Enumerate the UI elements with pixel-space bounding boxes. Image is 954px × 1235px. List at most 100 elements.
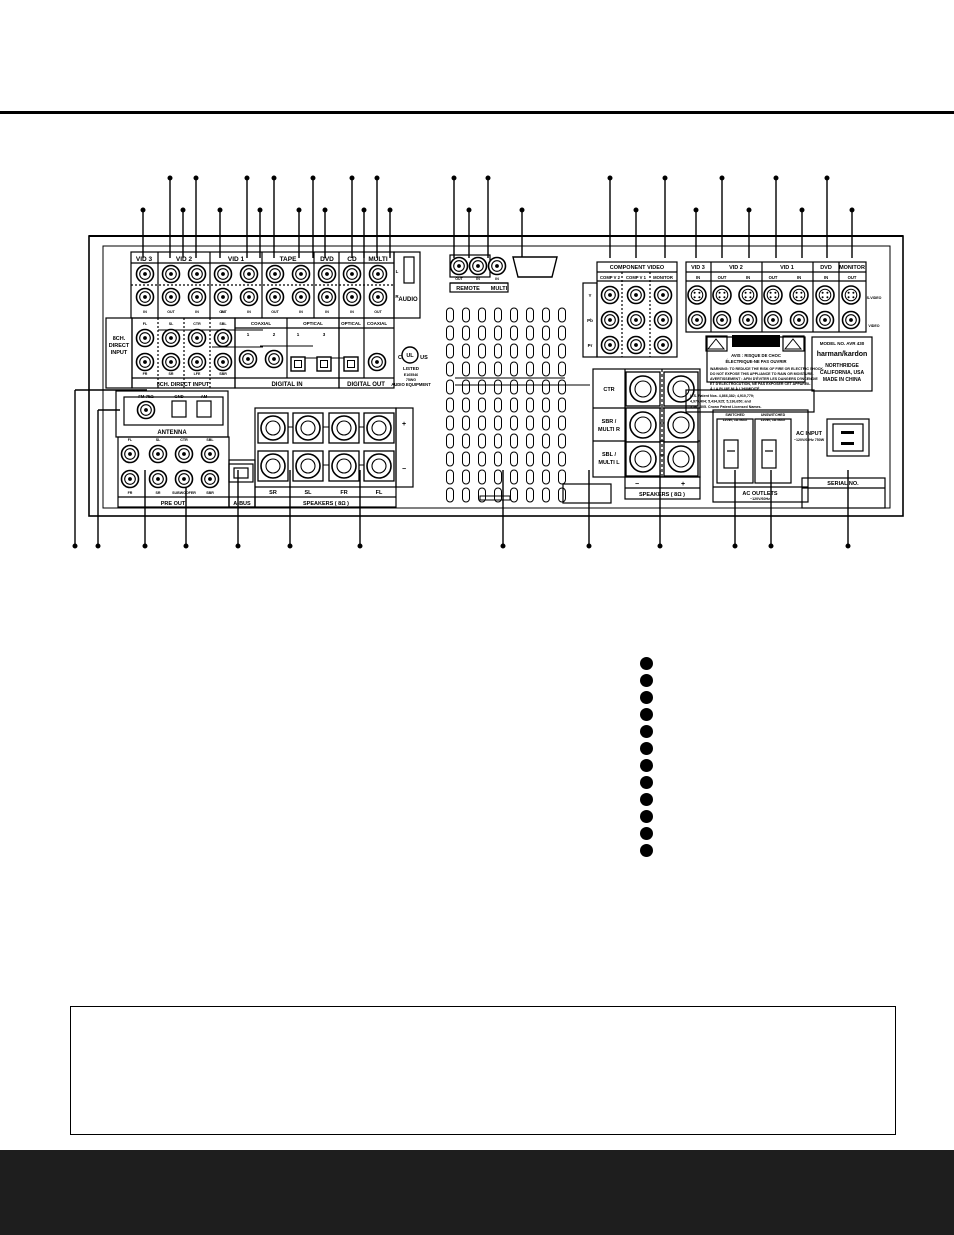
callout-tip bbox=[586, 543, 592, 549]
panel-label: GND bbox=[174, 394, 183, 399]
panel-label: À LA PLUIE NI À L'HUMIDITÉ. bbox=[710, 386, 760, 391]
panel-label: COAXIAL bbox=[251, 321, 272, 326]
panel-label: − bbox=[402, 466, 406, 473]
speaker-terminal bbox=[328, 450, 360, 482]
legend-item bbox=[640, 757, 900, 774]
panel-label: DO NOT EXPOSE THIS APPLIANCE TO RAIN OR … bbox=[710, 372, 814, 376]
s-video-jack bbox=[712, 285, 732, 305]
rca-jack bbox=[342, 264, 362, 284]
panel-label: DIGITAL IN bbox=[271, 382, 302, 388]
callout-tip bbox=[824, 175, 830, 181]
panel-label: ET D'ÉLECTROCUTION, NE PAS EXPOSER CET A… bbox=[710, 381, 811, 386]
vent-slot bbox=[558, 397, 566, 413]
panel-label: IN bbox=[325, 310, 329, 314]
video-jack bbox=[738, 310, 758, 330]
callout-tip bbox=[180, 207, 186, 213]
callout-tip bbox=[322, 207, 328, 213]
speaker-terminal bbox=[363, 412, 395, 444]
panel-label: VID 2 bbox=[176, 256, 193, 263]
panel-label: AVIS : RISQUE DE CHOC bbox=[731, 353, 781, 358]
panel-label: 120W, 1A MAX bbox=[723, 418, 748, 422]
panel-label: 1 bbox=[297, 332, 300, 337]
callout-tip bbox=[310, 175, 316, 181]
panel-label: SR bbox=[156, 491, 161, 495]
callout-marker bbox=[640, 810, 653, 823]
panel-label: IN bbox=[797, 275, 801, 280]
callout-marker bbox=[640, 657, 653, 670]
callout-tip bbox=[845, 543, 851, 549]
panel-label: SWITCHED bbox=[725, 413, 745, 417]
rca-jack bbox=[161, 287, 181, 307]
panel-label: ÉLECTRIQUE-NE PAS OUVRIR bbox=[725, 359, 786, 364]
panel-label: VIDEO bbox=[868, 324, 879, 328]
panel-label: E165546 bbox=[404, 373, 418, 377]
vent-slot bbox=[494, 307, 502, 323]
panel-label: LISTED bbox=[403, 366, 420, 371]
callout-tip bbox=[519, 207, 525, 213]
panel-label: L bbox=[396, 269, 399, 274]
pre-out-jack bbox=[148, 469, 168, 489]
callout-tip bbox=[773, 175, 779, 181]
rca-jack bbox=[291, 264, 311, 284]
vent-slot bbox=[446, 469, 454, 485]
legend-item bbox=[640, 808, 900, 825]
pre-out-jack bbox=[174, 444, 194, 464]
vent-slot bbox=[558, 307, 566, 323]
vent-slot bbox=[446, 451, 454, 467]
video-jack bbox=[789, 310, 809, 330]
note-box bbox=[70, 1006, 896, 1135]
panel-label: VID 3 bbox=[691, 265, 705, 271]
component-jack bbox=[626, 310, 646, 330]
vent-slot bbox=[542, 397, 550, 413]
rca-jack bbox=[239, 287, 259, 307]
panel-label: VID 3 bbox=[136, 256, 153, 263]
rca-jack bbox=[239, 264, 259, 284]
vent-slot bbox=[558, 487, 566, 503]
panel-label: MODEL NO. AVR 430 bbox=[820, 341, 865, 346]
panel-label: FR bbox=[128, 491, 133, 495]
panel-label: IN bbox=[495, 277, 499, 281]
callout-marker bbox=[640, 844, 653, 857]
vent-slot bbox=[510, 325, 518, 341]
callout-marker bbox=[640, 691, 653, 704]
vent-slot bbox=[446, 415, 454, 431]
video-jack bbox=[712, 310, 732, 330]
panel-label: IN bbox=[143, 310, 147, 314]
legend-item bbox=[640, 672, 900, 689]
callout-marker bbox=[640, 674, 653, 687]
coaxial-in-jack bbox=[238, 349, 258, 369]
panel-label: OUT bbox=[455, 277, 463, 281]
panel-label: LFE bbox=[194, 372, 201, 376]
callout-tip bbox=[361, 207, 367, 213]
panel-label: 120W, 1A MAX bbox=[761, 418, 786, 422]
callout-tip bbox=[849, 207, 855, 213]
header-rule bbox=[0, 111, 954, 114]
vent-slot bbox=[446, 433, 454, 449]
callout-tip bbox=[768, 543, 774, 549]
panel-label: FR bbox=[143, 372, 148, 376]
panel-label: MULTI R bbox=[598, 427, 620, 433]
vent-slot bbox=[494, 397, 502, 413]
vent-slot bbox=[494, 325, 502, 341]
callout-tip bbox=[662, 175, 668, 181]
panel-label: SBR bbox=[219, 372, 227, 376]
vent-slot bbox=[510, 343, 518, 359]
callout-tip bbox=[500, 543, 506, 549]
vent-slot bbox=[494, 487, 502, 503]
video-jack bbox=[815, 310, 835, 330]
speaker-terminal bbox=[257, 450, 289, 482]
callout-tip bbox=[287, 543, 293, 549]
page-footer-band bbox=[0, 1150, 954, 1235]
vent-slot bbox=[446, 325, 454, 341]
legend-item bbox=[640, 825, 900, 842]
rca-jack bbox=[368, 287, 388, 307]
panel-label: Pr bbox=[588, 343, 593, 348]
vent-slot bbox=[558, 415, 566, 431]
panel-label: IN bbox=[476, 277, 480, 281]
vent-slot bbox=[462, 397, 470, 413]
panel-label: SPEAKERS ( 8Ω ) bbox=[303, 501, 349, 507]
panel-label: + bbox=[681, 481, 685, 488]
panel-label: SL bbox=[156, 438, 161, 442]
vent-slot bbox=[478, 397, 486, 413]
